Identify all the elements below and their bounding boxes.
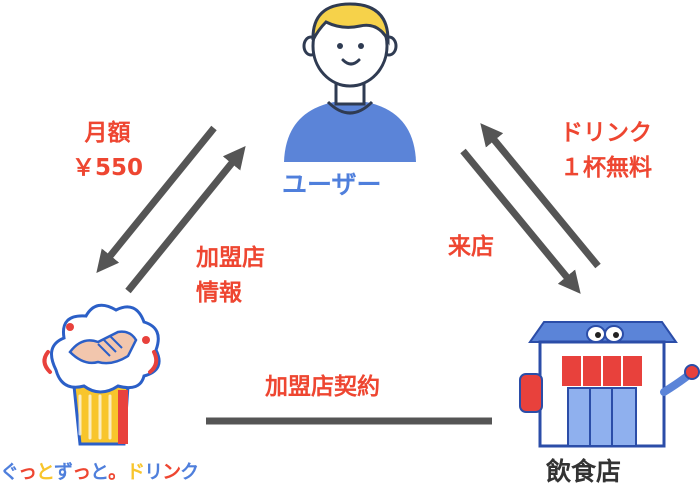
logo-char: ド	[126, 461, 145, 483]
user-icon	[284, 2, 416, 162]
logo-char: 。	[108, 461, 127, 483]
contract-label: 加盟店契約	[265, 374, 380, 400]
member-info-label: 加盟店 情報	[196, 241, 265, 310]
logo-char: ン	[162, 461, 181, 483]
restaurant-label: 飲食店	[546, 457, 622, 486]
monthly-fee-label: 月額 ￥550	[72, 116, 143, 185]
free-drink-label: ドリンク １杯無料	[560, 116, 652, 185]
member-info-line1: 加盟店	[196, 245, 265, 271]
logo-char: っ	[18, 461, 37, 483]
monthly-fee-line2: ￥550	[72, 154, 144, 181]
beer-handshake-icon	[42, 303, 161, 446]
monthly-fee-line1: 月額	[84, 120, 131, 146]
logo-char: と	[90, 461, 109, 483]
logo-char: ず	[54, 461, 73, 483]
logo-char: ぐ	[0, 461, 19, 483]
arrow-service-to-user	[125, 146, 246, 294]
logo-char: っ	[72, 461, 91, 483]
logo-char: ク	[180, 461, 199, 483]
service-logo-text: ぐっとずっと。ドリンク	[0, 458, 199, 487]
arrow-restaurant-to-user	[480, 123, 601, 269]
free-drink-line2: １杯無料	[560, 154, 652, 181]
restaurant-icon	[519, 321, 700, 448]
arrow-user-to-service	[96, 125, 217, 273]
user-label: ユーザー	[282, 170, 382, 199]
arrow-user-to-restaurant	[460, 148, 581, 294]
member-info-line2: 情報	[196, 279, 242, 306]
visit-label: 来店	[448, 234, 494, 260]
logo-char: と	[36, 461, 55, 483]
logo-char: リ	[144, 461, 163, 483]
free-drink-line1: ドリンク	[560, 120, 652, 146]
